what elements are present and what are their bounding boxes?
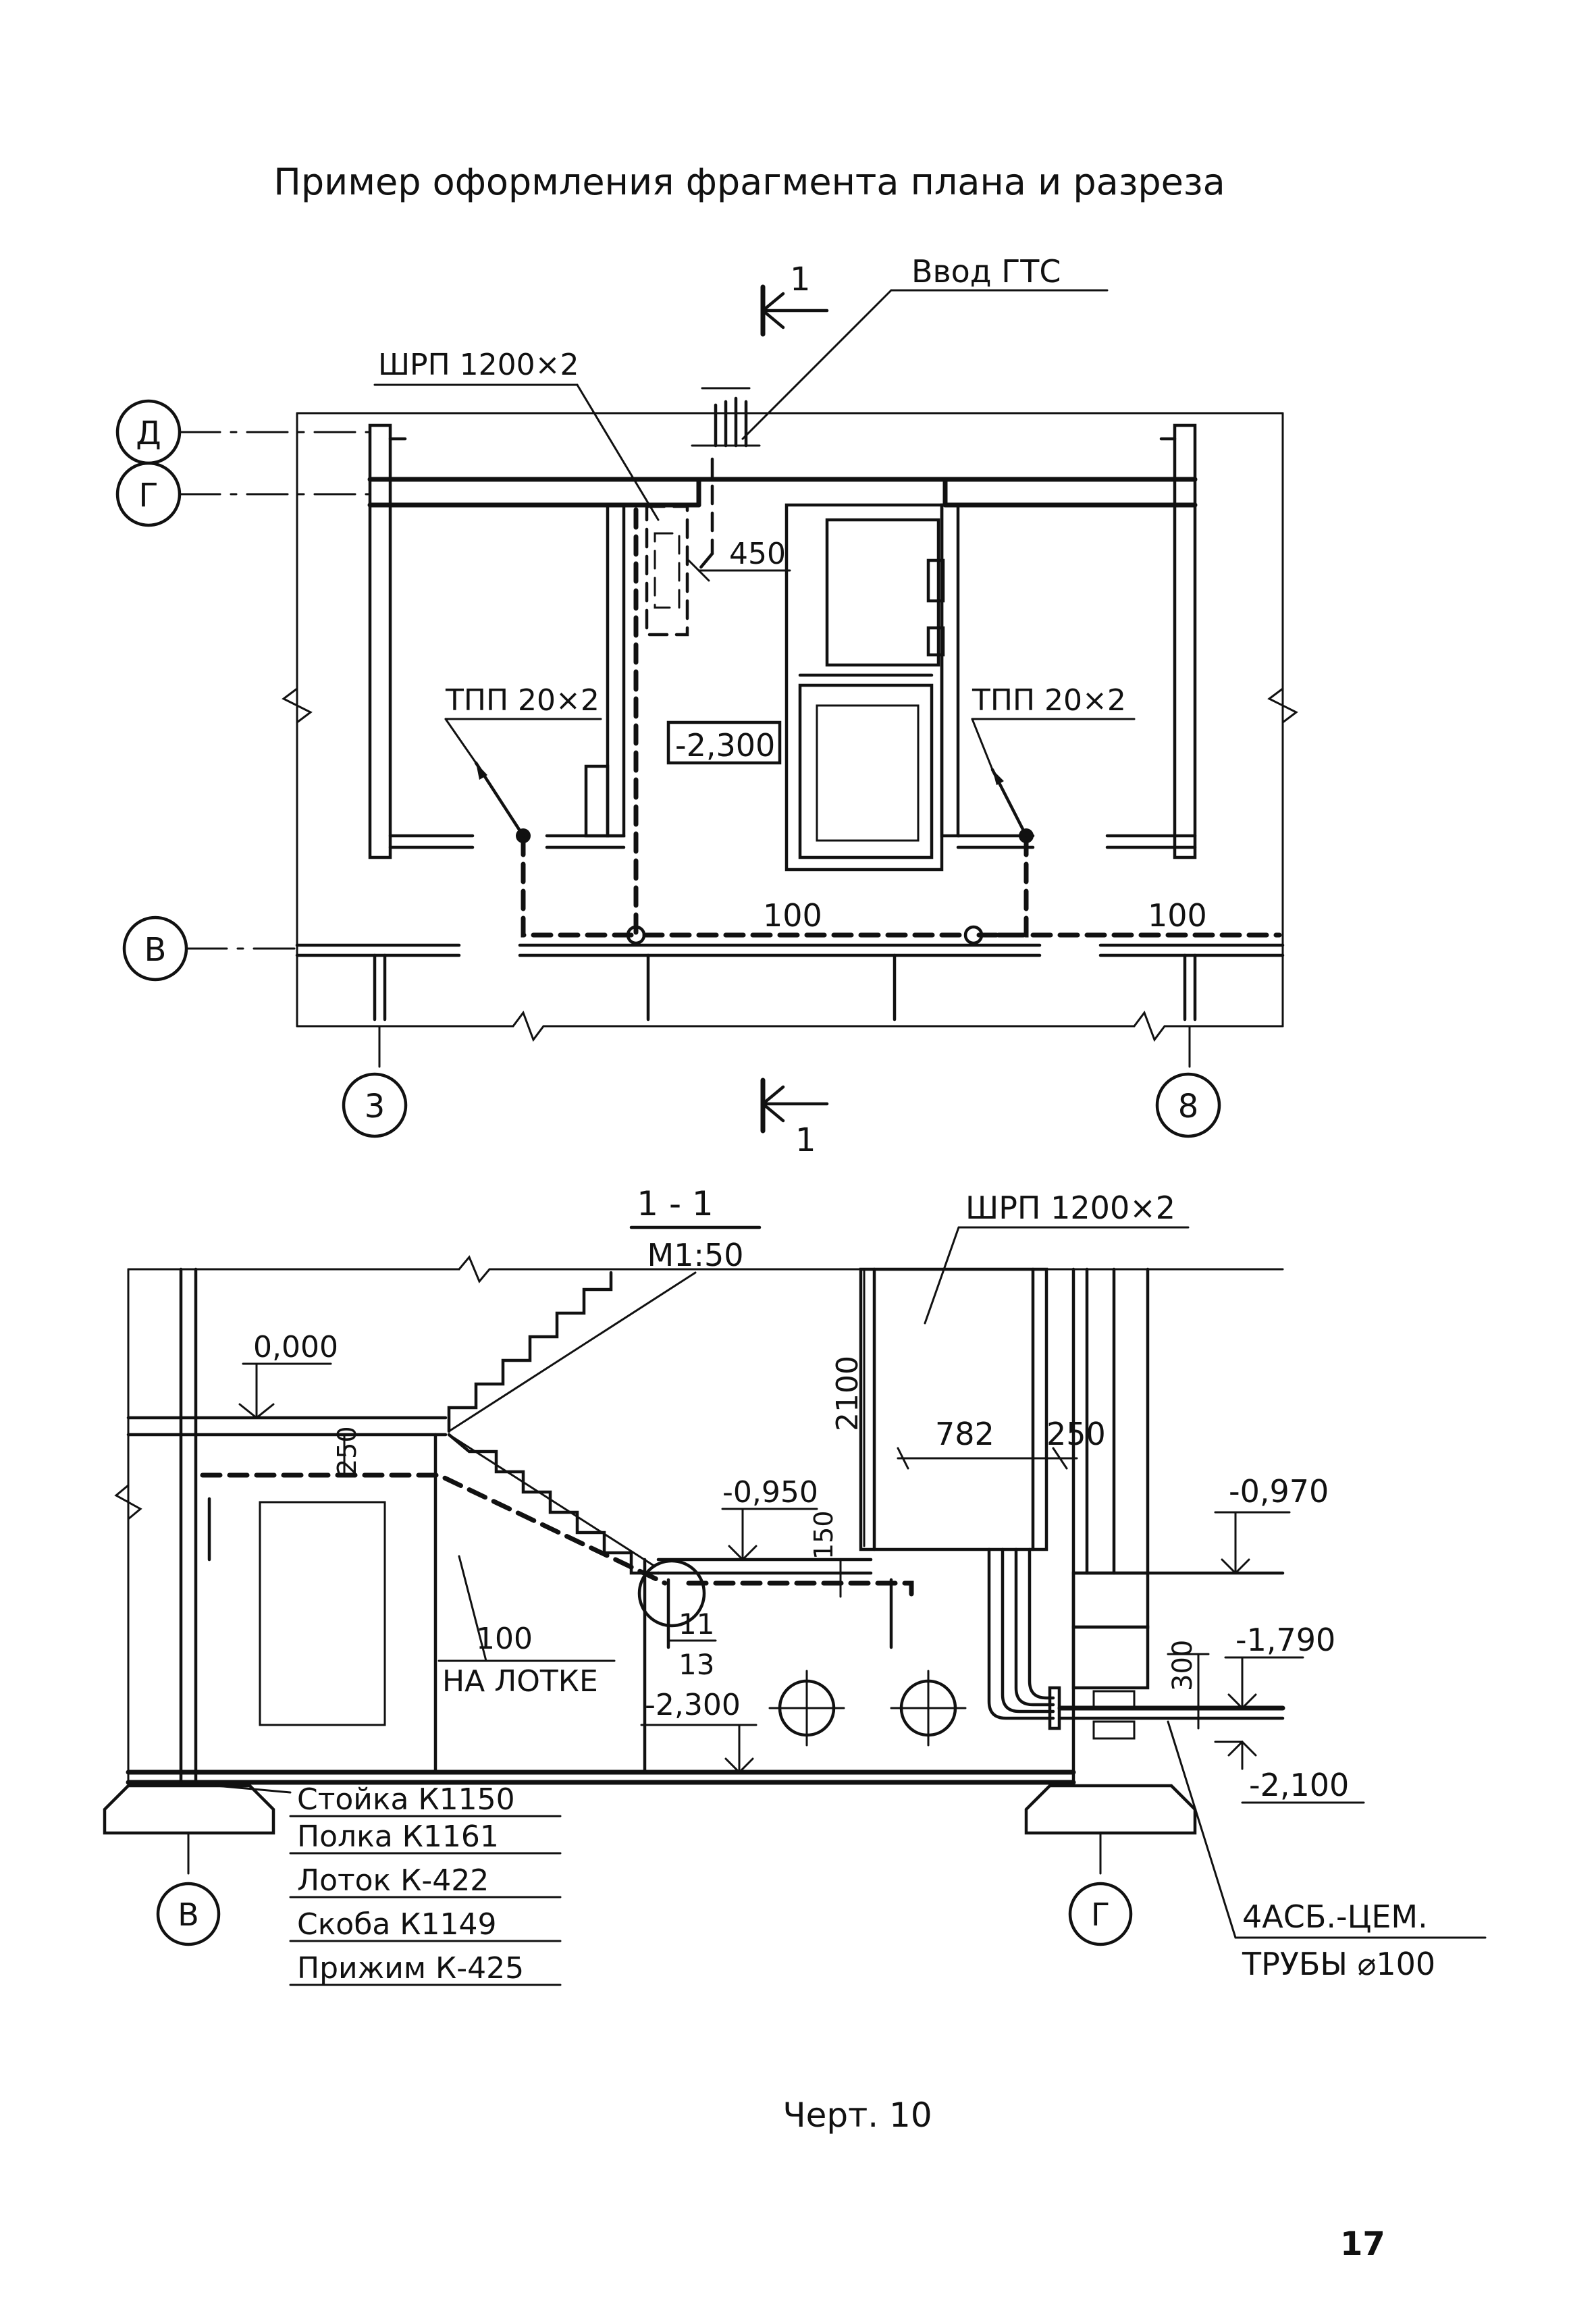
level-0970: -0,970 [1214,1473,1329,1575]
svg-text:В: В [178,1896,199,1933]
svg-text:Г: Г [138,477,158,514]
svg-text:-2,300: -2,300 [645,1688,741,1722]
footing-left [103,1784,275,1835]
svg-text:782: 782 [935,1416,994,1452]
stair [447,1271,697,1575]
drawing-caption: Черт. 10 [782,2096,932,2135]
cable-route [521,507,1282,945]
node-circle [637,1559,706,1628]
svg-text:НА ЛОТКЕ: НА ЛОТКЕ [442,1664,598,1699]
level-2100: -2,100 [1214,1740,1365,1804]
parts-list: Стойка К1150 Полка К1161 Лоток К-422 Ско… [215,1782,562,1986]
svg-text:150: 150 [809,1510,839,1560]
part-2: Полка К1161 [297,1819,499,1854]
cabinet-section [859,1267,1150,1784]
dim-450: 450 [729,537,786,571]
section-mark-top: 1 [760,261,829,337]
cabinet-plan [645,504,689,637]
part-3: Лоток К-422 [297,1863,489,1898]
plan-outline [282,412,1298,1042]
svg-text:-0,970: -0,970 [1229,1473,1329,1510]
axis-G-section: Г [1068,1832,1133,1946]
dim-300: 300 [1167,1640,1210,1730]
section-mark-bottom: 1 [760,1078,829,1159]
axis-V: В [122,915,298,982]
svg-text:1: 1 [790,261,811,298]
dim-250-right: 250 [1046,1416,1106,1470]
dim-100-left: 100 [763,897,822,934]
node-callout: 11 13 [667,1607,717,1681]
gts-inlet-symbol [691,387,761,576]
page-title: Пример оформления фрагмента плана и разр… [273,161,1225,203]
svg-text:-2,100: -2,100 [1249,1767,1349,1803]
tpp-left-label: ТПП 20×2 [445,683,600,718]
section-title: 1 - 1 [637,1184,713,1223]
level-1790: -1,790 [1224,1622,1335,1710]
svg-text:1: 1 [795,1121,816,1159]
cabinet-label-plan: ШРП 1200×2 [378,348,579,382]
svg-text:100: 100 [476,1622,533,1656]
svg-text:11: 11 [679,1607,714,1641]
svg-text:13: 13 [679,1648,714,1681]
level-2300: -2,300 [640,1688,757,1774]
axis-D: Д [115,399,371,465]
dim-150: 150 [809,1510,842,1598]
svg-text:300: 300 [1167,1640,1198,1691]
pipes-callout: 4АСБ.-ЦЕМ. ТРУБЫ ⌀100 [1167,1720,1487,1982]
tpp-right-label: ТПП 20×2 [972,683,1126,718]
level-0950: -0,950 [721,1475,818,1562]
axis-8: 8 [1155,1025,1221,1138]
part-1: Стойка К1150 [297,1782,515,1817]
axis-G: Г [115,461,371,527]
part-5: Прижим К-425 [297,1951,524,1986]
section-outline [114,1255,1284,1785]
svg-text:3: 3 [365,1088,385,1125]
svg-text:-0,950: -0,950 [722,1475,818,1510]
svg-text:Г: Г [1091,1896,1110,1933]
svg-text:В: В [144,931,167,969]
footing-right [1024,1784,1197,1835]
svg-text:0,000: 0,000 [253,1330,338,1364]
svg-text:250: 250 [1046,1416,1106,1452]
plan-walls [295,423,1285,1021]
svg-text:Д: Д [136,415,161,452]
dim-782: 782 [897,1416,1078,1470]
section-scale: М1:50 [647,1237,744,1273]
tray-callout: 100 НА ЛОТКЕ [437,1555,616,1699]
gts-inlet-label: Ввод ГТС [911,253,1061,290]
page-number: 17 [1340,2225,1385,2263]
dim-2100: 2100 [830,1268,866,1547]
plan-view: Ввод ГТС ШРП 1200×2 450 -2,300 ТПП 20×2 [115,253,1298,1159]
axis-V-section: В [156,1832,221,1946]
svg-text:ТРУБЫ ⌀100: ТРУБЫ ⌀100 [1242,1946,1435,1982]
floor-level-plan: -2,300 [675,727,775,764]
cabinet-label-section: ШРП 1200×2 [965,1190,1175,1226]
section-view: 1 - 1 М1:50 [103,1184,1487,1986]
svg-text:250: 250 [332,1426,362,1475]
level-0000: 0,000 [238,1330,338,1419]
dim-100-right: 100 [1148,897,1207,934]
axis-3: 3 [342,1025,408,1138]
part-4: Скоба К1149 [297,1907,497,1942]
svg-text:2100: 2100 [830,1356,865,1431]
svg-text:4АСБ.-ЦЕМ.: 4АСБ.-ЦЕМ. [1242,1898,1428,1935]
svg-text:8: 8 [1178,1088,1199,1125]
svg-text:-1,790: -1,790 [1235,1622,1335,1658]
dim-250-left: 250 [332,1426,362,1477]
